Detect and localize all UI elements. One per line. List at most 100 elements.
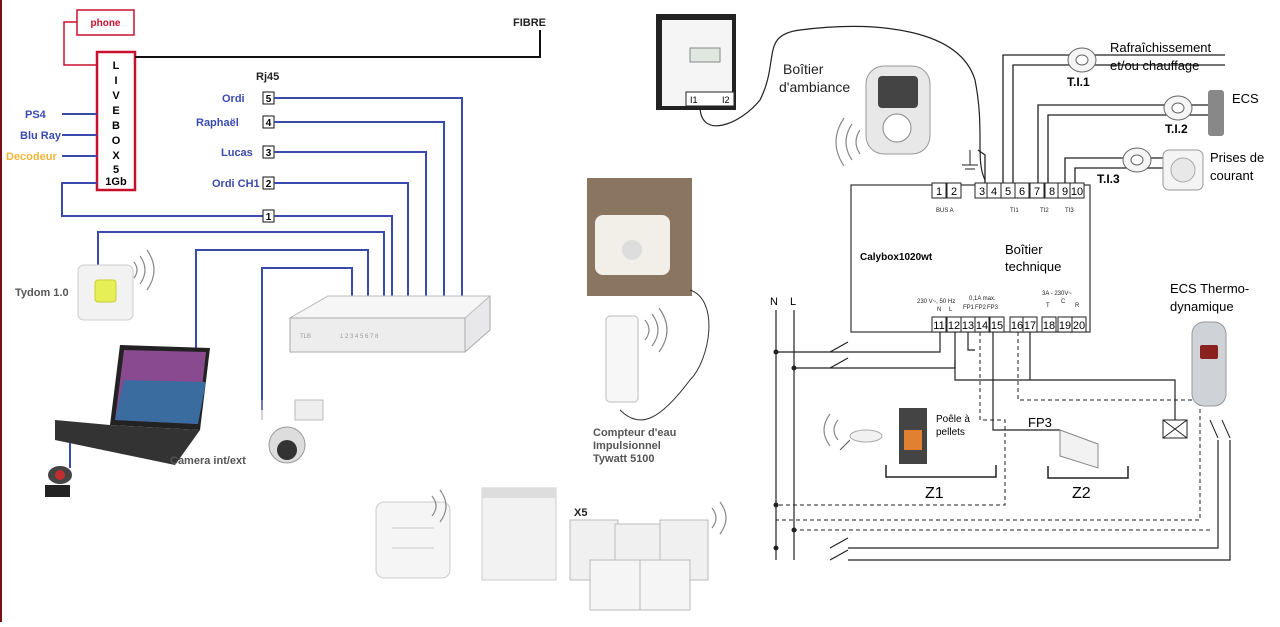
terminal-box: [1071, 316, 1087, 333]
water-meter-line1: Compteur d'eau: [593, 427, 676, 439]
ambiance-title-line1: Boîtier: [783, 61, 824, 77]
terminal-number: 18: [1043, 320, 1055, 332]
wifi-signal-icon: [711, 501, 727, 535]
rj45-label-lucas: Lucas: [221, 147, 253, 159]
relay-t: T: [1046, 303, 1050, 309]
water-meter-cable: [619, 289, 710, 421]
livebox-speed: 1Gb: [105, 176, 127, 188]
terminal-number: 12: [948, 320, 960, 332]
bus-junctions: [773, 349, 797, 551]
rj45-label-raphael: Raphaël: [196, 117, 239, 129]
bus-n-label: N: [770, 296, 778, 308]
livebox-router: [95, 50, 137, 192]
technique-title-line1: Boîtier: [1005, 242, 1043, 257]
relay-cross-icon: [1162, 419, 1188, 439]
poele-label-line1: Poêle à: [936, 414, 970, 425]
fibre-wire: [135, 30, 541, 58]
ecs-thermo-line1: ECS Thermo-: [1170, 281, 1249, 296]
power-label: 230 V~, 50 Hz: [917, 299, 955, 305]
water-meter-line2: Impulsionnel: [593, 440, 661, 452]
terminal-number: 1: [936, 186, 942, 198]
webcam-icon: [45, 466, 72, 497]
rj45-label-ordi-ch1: Ordi CH1: [212, 178, 260, 190]
uplink-wire: [61, 182, 265, 217]
meter-cable: [699, 25, 986, 181]
terminal-box: [1041, 316, 1057, 333]
livebox-letter: I: [114, 75, 117, 87]
roller-shutter-icon: [481, 487, 557, 581]
tydom-device: [77, 264, 134, 321]
ti3-desc-line2: courant: [1210, 168, 1254, 183]
relay-label: 3A - 230V~: [1042, 291, 1072, 297]
terminal-number: 17: [1024, 320, 1036, 332]
ti3-sensor: [1122, 147, 1152, 173]
radiator-icon: [1059, 429, 1099, 469]
relay-c: C: [1061, 299, 1066, 305]
rj45-port-number: 2: [266, 179, 272, 190]
contactor-icon: [1209, 419, 1231, 439]
bus-label: BUS A: [936, 208, 954, 214]
terminal-number: 4: [991, 186, 997, 198]
calybox-technique-box: [850, 184, 1091, 333]
svg-text:1 2 3 4 5 6 7 8: 1 2 3 4 5 6 7 8: [340, 334, 379, 340]
rj45-port-number: 1: [266, 212, 272, 223]
rj45-title: Rj45: [256, 71, 279, 83]
ti1-desc-line2: et/ou chauffage: [1110, 58, 1199, 73]
ti1-sensor: [1067, 47, 1097, 73]
camera-icon: [261, 399, 324, 464]
camera-label: Camera int/ext: [170, 455, 246, 467]
terminal-box: [1014, 182, 1030, 199]
ti2-desc: ECS: [1232, 91, 1259, 106]
rj45-ports: 5 4 3 2 1: [262, 91, 275, 223]
terminal-number: 7: [1034, 186, 1040, 198]
livebox-letters: L I V E B O X 5 1Gb: [105, 60, 127, 188]
livebox-letter: B: [112, 120, 120, 132]
tywatt-sensor: [605, 315, 639, 403]
fibre-label: FIBRE: [513, 17, 546, 29]
water-meter-line3: Tywatt 5100: [593, 453, 655, 465]
wifi-signal-icon: [835, 117, 861, 167]
rj45-port-number: 5: [266, 94, 272, 105]
terminal-box: [974, 316, 990, 333]
terminal-number: 11: [933, 320, 944, 332]
terminal-box: [1069, 182, 1085, 199]
water-meter-photo: [587, 178, 692, 296]
terminal-number: 6: [1019, 186, 1025, 198]
meter-i2: I2: [722, 95, 730, 105]
svg-text:TLB: TLB: [300, 334, 311, 340]
terminal-number: 10: [1071, 186, 1083, 198]
ti2-sensor: [1163, 95, 1193, 121]
l-term-label: L: [949, 307, 953, 313]
ti-wiring: [977, 54, 1225, 185]
ti-small-2: TI2: [1040, 208, 1049, 214]
heat-pump-tank-icon: [1191, 321, 1227, 407]
ti1-label: T.I.1: [1067, 75, 1090, 89]
phone-box: [76, 9, 135, 36]
livebox-letter: X: [112, 150, 120, 162]
terminal-number: 15: [991, 320, 1003, 332]
phone-label: phone: [91, 18, 121, 29]
terminal-number: 2: [951, 186, 957, 198]
tydom-label: Tydom 1.0: [15, 287, 69, 299]
ambiance-device: [865, 65, 931, 155]
pellet-remote-icon: [839, 429, 883, 451]
rj45-port-number: 4: [266, 118, 272, 129]
terminal-number: 16: [1011, 320, 1023, 332]
rj45-label-ordi: Ordi: [222, 93, 245, 105]
livebox-letter: 5: [113, 164, 119, 176]
livebox-letter: V: [112, 90, 120, 102]
terminal-number: 8: [1049, 186, 1055, 198]
decodeur-label: Decodeur: [6, 151, 57, 163]
ecs-tank-icon: [1208, 90, 1224, 136]
technique-title-line2: technique: [1005, 259, 1061, 274]
terminal-number: 19: [1059, 320, 1071, 332]
terminal-box: [1029, 182, 1045, 199]
fp-max-label: 0,1A max.: [969, 296, 996, 302]
z1-label: Z1: [925, 485, 944, 502]
terminal-box: [931, 316, 947, 333]
bus-l-label: L: [790, 296, 796, 308]
ethernet-switch: TLB 1 2 3 4 5 6 7 8: [288, 295, 492, 353]
calybox-name: Calybox1020wt: [860, 252, 933, 263]
